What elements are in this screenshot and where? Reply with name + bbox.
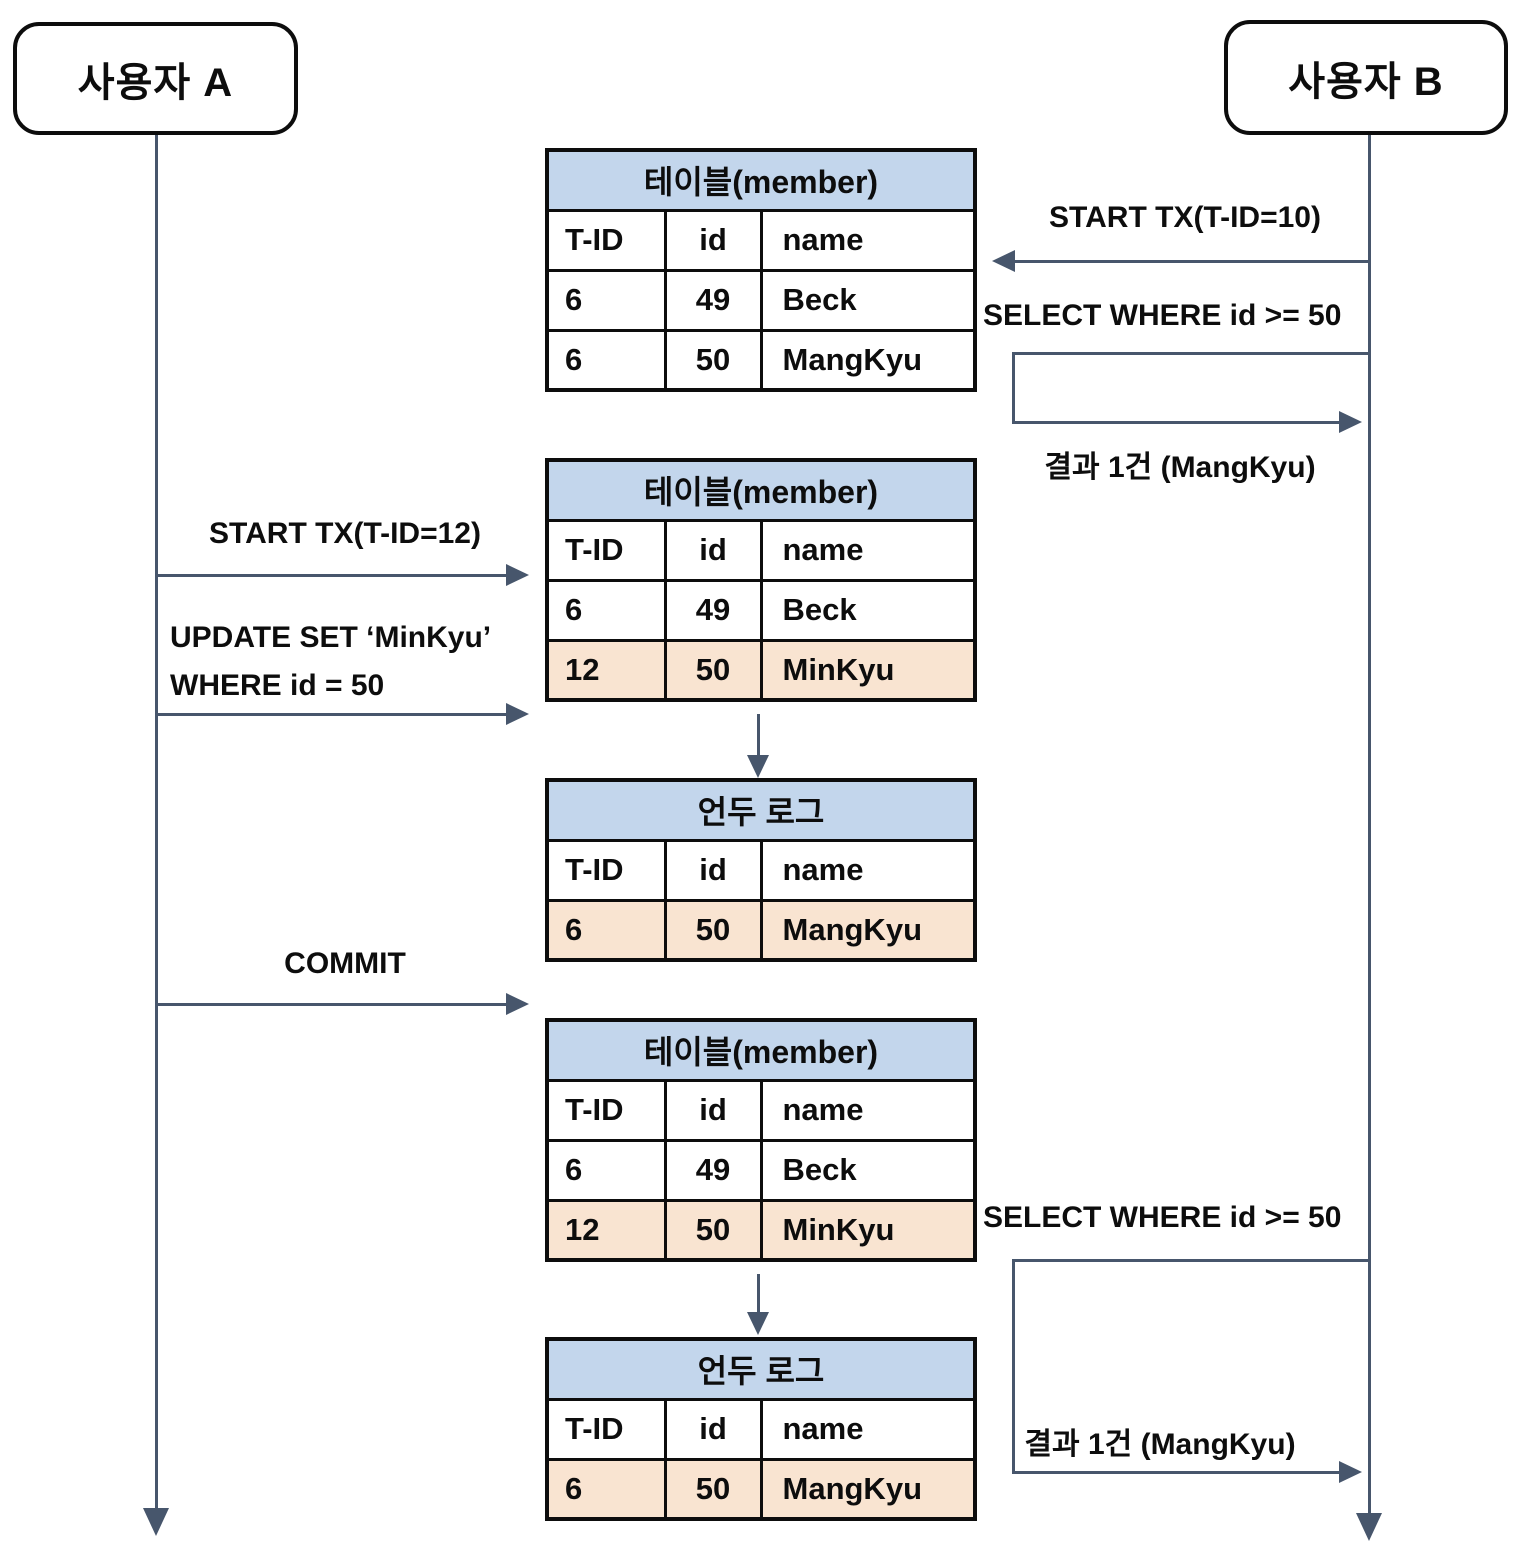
label-update-line2: WHERE id = 50	[170, 669, 385, 702]
cell-name: Beck	[759, 1138, 977, 1202]
cell-id: 50	[663, 638, 763, 702]
cell-id: 50	[663, 1457, 763, 1521]
cell-id: 50	[663, 1198, 763, 1262]
table-title: 테이블(member)	[545, 148, 977, 212]
select-1-loop-arrowhead-icon	[1339, 411, 1362, 433]
column-header-tid: T-ID	[545, 518, 667, 582]
label-start-tx-b: START TX(T-ID=10)	[1049, 201, 1321, 234]
table-member-after-update: 테이블(member) T-ID id name 6 49 Beck 12 50…	[545, 458, 977, 702]
table-row: 6 49 Beck	[545, 1138, 977, 1202]
label-result-2: 결과 1건 (MangKyu)	[1024, 1428, 1296, 1461]
label-select-2: SELECT WHERE id >= 50	[983, 1201, 1342, 1234]
table-row: 6 50 MangKyu	[545, 328, 977, 392]
table-title: 언두 로그	[545, 778, 977, 842]
table-member-initial: 테이블(member) T-ID id name 6 49 Beck 6 50 …	[545, 148, 977, 392]
column-header-id: id	[663, 1078, 763, 1142]
arrow-start-tx-a	[157, 574, 509, 577]
label-start-tx-a: START TX(T-ID=12)	[209, 517, 481, 550]
column-header-name: name	[759, 1078, 977, 1142]
cell-tid: 6	[545, 328, 667, 392]
column-header-tid: T-ID	[545, 1397, 667, 1461]
column-header-name: name	[759, 518, 977, 582]
table-row-highlighted: 12 50 MinKyu	[545, 1198, 977, 1262]
cell-id: 50	[663, 898, 763, 962]
column-header-name: name	[759, 208, 977, 272]
label-commit: COMMIT	[284, 947, 406, 980]
lifeline-user-a-arrowhead-icon	[143, 1508, 169, 1536]
column-header-name: name	[759, 1397, 977, 1461]
cell-name: MinKyu	[759, 638, 977, 702]
cell-tid: 6	[545, 898, 667, 962]
cell-id: 50	[663, 328, 763, 392]
lifeline-user-b-arrowhead-icon	[1356, 1513, 1382, 1541]
arrow-start-tx-b-arrowhead-icon	[992, 250, 1015, 272]
column-header-id: id	[663, 838, 763, 902]
table-row-highlighted: 6 50 MangKyu	[545, 1457, 977, 1521]
lifeline-user-b	[1368, 135, 1371, 1515]
cell-name: Beck	[759, 578, 977, 642]
cell-tid: 12	[545, 1198, 667, 1262]
select-2-loop-top	[1012, 1259, 1369, 1262]
table-member-committed: 테이블(member) T-ID id name 6 49 Beck 12 50…	[545, 1018, 977, 1262]
select-1-loop-left	[1012, 352, 1015, 424]
cell-id: 49	[663, 268, 763, 332]
column-header-name: name	[759, 838, 977, 902]
arrow-commit-arrowhead-icon	[506, 993, 529, 1015]
column-header-tid: T-ID	[545, 208, 667, 272]
select-1-loop-top	[1012, 352, 1369, 355]
select-2-loop-bottom	[1012, 1471, 1340, 1474]
column-header-tid: T-ID	[545, 838, 667, 902]
actor-user-b-label: 사용자 B	[1288, 59, 1444, 104]
label-select-1: SELECT WHERE id >= 50	[983, 299, 1342, 332]
label-result-1: 결과 1건 (MangKyu)	[1044, 451, 1316, 484]
column-header-id: id	[663, 518, 763, 582]
cell-name: Beck	[759, 268, 977, 332]
table-title: 언두 로그	[545, 1337, 977, 1401]
table-title: 테이블(member)	[545, 458, 977, 522]
column-header-tid: T-ID	[545, 1078, 667, 1142]
connector-table-to-undolog	[757, 714, 760, 756]
arrow-update-arrowhead-icon	[506, 703, 529, 725]
select-2-loop-arrowhead-icon	[1339, 1461, 1362, 1483]
arrow-update	[157, 713, 509, 716]
cell-name: MangKyu	[759, 328, 977, 392]
table-row: 6 49 Beck	[545, 578, 977, 642]
cell-tid: 6	[545, 1457, 667, 1521]
connector-table-to-undolog-arrowhead-icon	[747, 1312, 769, 1335]
table-row: 6 49 Beck	[545, 268, 977, 332]
select-2-loop-left	[1012, 1259, 1015, 1474]
column-header-id: id	[663, 1397, 763, 1461]
cell-name: MinKyu	[759, 1198, 977, 1262]
cell-tid: 12	[545, 638, 667, 702]
table-undo-log-1: 언두 로그 T-ID id name 6 50 MangKyu	[545, 778, 977, 962]
actor-user-a-label: 사용자 A	[77, 60, 234, 105]
cell-id: 49	[663, 1138, 763, 1202]
actor-user-a: 사용자 A	[13, 22, 298, 135]
connector-table-to-undolog-arrowhead-icon	[747, 755, 769, 778]
arrow-start-tx-a-arrowhead-icon	[506, 564, 529, 586]
cell-tid: 6	[545, 578, 667, 642]
column-header-id: id	[663, 208, 763, 272]
cell-name: MangKyu	[759, 898, 977, 962]
table-row-highlighted: 12 50 MinKyu	[545, 638, 977, 702]
table-title: 테이블(member)	[545, 1018, 977, 1082]
cell-tid: 6	[545, 268, 667, 332]
arrow-commit	[157, 1003, 509, 1006]
cell-name: MangKyu	[759, 1457, 977, 1521]
table-undo-log-2: 언두 로그 T-ID id name 6 50 MangKyu	[545, 1337, 977, 1521]
label-update-line1: UPDATE SET ‘MinKyu’	[170, 621, 492, 654]
cell-id: 49	[663, 578, 763, 642]
cell-tid: 6	[545, 1138, 667, 1202]
lifeline-user-a	[155, 135, 158, 1510]
table-row-highlighted: 6 50 MangKyu	[545, 898, 977, 962]
connector-table-to-undolog	[757, 1274, 760, 1314]
arrow-start-tx-b	[1014, 260, 1369, 263]
actor-user-b: 사용자 B	[1224, 20, 1508, 135]
select-1-loop-bottom	[1012, 421, 1340, 424]
